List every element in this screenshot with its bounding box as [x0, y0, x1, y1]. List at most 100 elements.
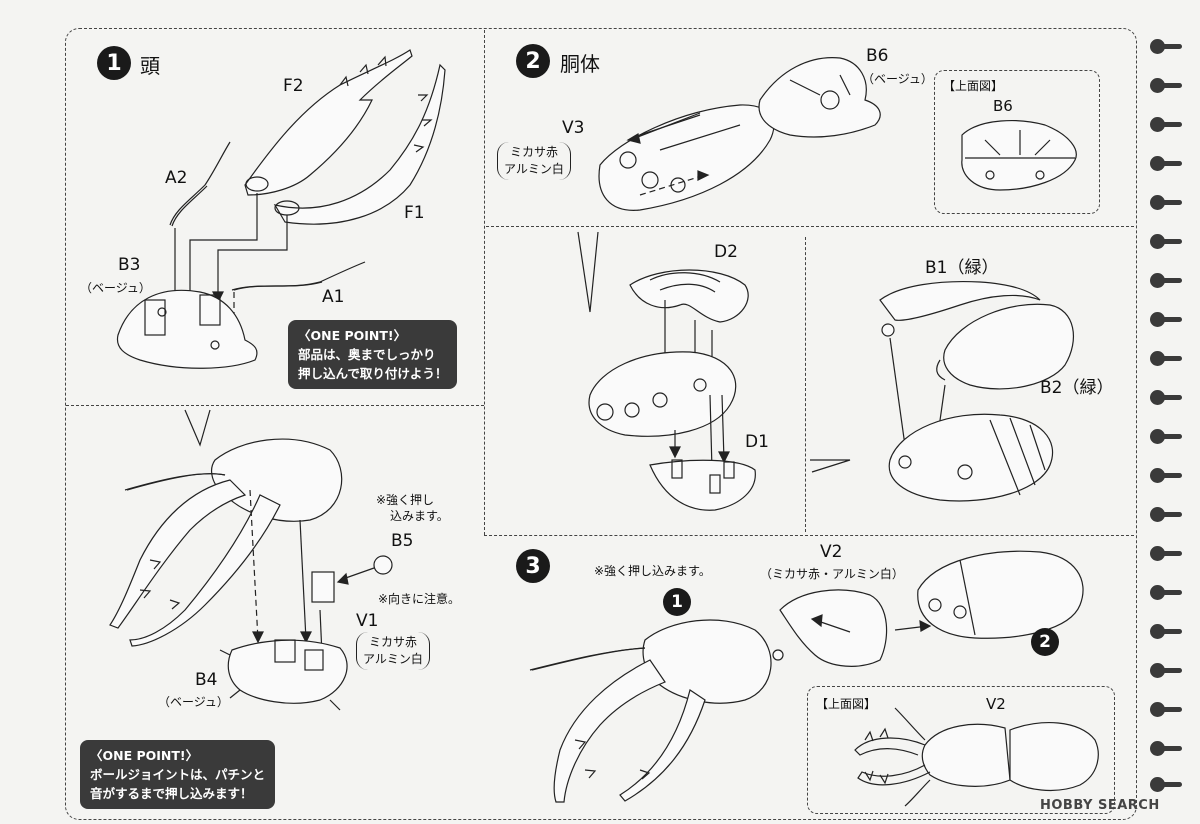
- step-number: 1: [671, 592, 683, 612]
- body-v3-drawing: [598, 104, 775, 211]
- step-number: 2: [525, 48, 541, 74]
- part-d2-label: D2: [714, 242, 738, 262]
- binder-ring: [1150, 350, 1182, 368]
- step-3-badge: 3: [516, 549, 550, 583]
- sub-step-1-badge: 1: [663, 588, 691, 616]
- body-middle-drawing: [588, 351, 737, 437]
- onepoint-heading: 〈ONE POINT!〉: [90, 748, 199, 763]
- body-d1-drawing: [649, 459, 756, 511]
- binder-ring: [1150, 272, 1182, 290]
- binder-ring: [1150, 584, 1182, 602]
- onepoint-line: 部品は、奥までしっかり: [298, 347, 436, 362]
- ball-joint-b5-drawing: [311, 555, 393, 603]
- body-complete-drawing: [917, 550, 1084, 639]
- binder-ring: [1150, 662, 1182, 680]
- part-v3-label: V3: [562, 118, 585, 138]
- part-b2-label: B2（緑）: [1040, 378, 1114, 398]
- press-firmly-note: ※強く押し 込みます。: [376, 492, 449, 524]
- part-b5-label: B5: [391, 531, 414, 551]
- wing-b1-drawing: [879, 281, 1041, 337]
- b6-top-view-drawing: [961, 120, 1077, 191]
- part-v1-label: V1: [356, 611, 379, 631]
- body-d2-drawing: [629, 269, 749, 323]
- step2-inner-divider: [486, 226, 1134, 227]
- step-1-title: 頭: [140, 54, 160, 78]
- binder-ring: [1150, 38, 1182, 56]
- onepoint-tip-2: 〈ONE POINT!〉 ボールジョイントは、パチンと 音がするまで押し込みます…: [80, 740, 276, 809]
- antenna-a1-drawing: [231, 261, 366, 291]
- binder-ring: [1150, 428, 1182, 446]
- part-a1-label: A1: [322, 287, 345, 307]
- step1-divider: [66, 405, 484, 406]
- binder-ring: [1150, 467, 1182, 485]
- step-2-title: 胴体: [560, 52, 600, 76]
- part-v2-label: V2: [820, 542, 843, 562]
- part-b4-label: B4: [195, 670, 218, 690]
- onepoint-line: 音がするまで押し込みます！: [90, 786, 253, 801]
- part-b3-color: （ベージュ）: [80, 281, 151, 295]
- binder-ring: [1150, 233, 1182, 251]
- head-b3-drawing: [116, 289, 258, 369]
- part-a2-label: A2: [165, 168, 188, 188]
- binder-ring: [1150, 311, 1182, 329]
- binder-ring: [1150, 389, 1182, 407]
- top-view-label: 【上面図】: [943, 79, 1004, 93]
- binder-ring: [1150, 701, 1182, 719]
- binder-ring: [1150, 77, 1182, 95]
- page-frame: [65, 28, 1137, 820]
- part-b4-color: （ベージュ）: [158, 695, 229, 709]
- onepoint-line: ボールジョイントは、パチンと: [90, 767, 266, 782]
- part-b6-color: （ベージュ）: [862, 72, 933, 86]
- part-b1-label: B1（緑）: [925, 258, 999, 278]
- step-number: 2: [1039, 632, 1051, 652]
- sub-step-2-badge: 2: [1031, 628, 1059, 656]
- body-with-wings-drawing: [888, 413, 1054, 502]
- note-line: ※強く押し: [376, 493, 435, 507]
- part-f2-label: F2: [283, 76, 304, 96]
- part-f1-label: F1: [404, 203, 425, 223]
- binder-ring: [1150, 545, 1182, 563]
- step2-3-divider: [484, 535, 1134, 536]
- onepoint-tip-1: 〈ONE POINT!〉 部品は、奥までしっかり 押し込んで取り付けよう！: [288, 320, 458, 389]
- color-name: アルミン白: [504, 162, 564, 176]
- top-view-part-label: B6: [993, 97, 1013, 115]
- v2-top-view-box: 【上面図】 V2: [807, 686, 1115, 814]
- color-name: アルミン白: [363, 652, 423, 666]
- v2-top-view-drawing: [854, 707, 1099, 807]
- top-view-part-label: V2: [986, 695, 1006, 713]
- part-b3-label: B3: [118, 255, 141, 275]
- step-1-badge: 1: [97, 46, 131, 80]
- binder-ring: [1150, 194, 1182, 212]
- b6-top-view-box: 【上面図】 B6: [934, 70, 1100, 214]
- mind-direction-note: ※向きに注意。: [378, 592, 461, 606]
- note-line: 込みます。: [390, 509, 449, 523]
- step-number: 1: [106, 50, 122, 76]
- head-b4-drawing: [219, 639, 348, 711]
- wing-b2-drawing: [936, 303, 1074, 390]
- part-v1-colors: ミカサ赤 アルミン白: [356, 632, 430, 670]
- top-view-label: 【上面図】: [816, 697, 877, 711]
- onepoint-heading: 〈ONE POINT!〉: [298, 328, 407, 343]
- column-divider: [484, 30, 485, 535]
- body-v2-drawing: [772, 589, 888, 667]
- color-name: ミカサ赤: [509, 145, 558, 159]
- part-d1-label: D1: [745, 432, 769, 452]
- press-firmly-note-step3: ※強く押し込みます。: [594, 564, 711, 578]
- onepoint-line: 押し込んで取り付けよう！: [298, 366, 448, 381]
- color-name: ミカサ赤: [368, 635, 417, 649]
- binder-ring: [1150, 155, 1182, 173]
- binder-ring: [1150, 740, 1182, 758]
- step2-vertical-divider: [805, 237, 806, 532]
- binder-ring: [1150, 776, 1182, 794]
- part-v3-colors: ミカサ赤 アルミン白: [497, 142, 571, 180]
- binder-ring: [1150, 506, 1182, 524]
- step-2-badge: 2: [516, 44, 550, 78]
- part-b6-label: B6: [866, 46, 889, 66]
- step-number: 3: [525, 553, 541, 579]
- watermark-logo: HOBBY SEARCH: [1040, 798, 1160, 813]
- part-v2-color: （ミカサ赤・アルミン白）: [760, 567, 904, 581]
- body-b6-drawing: [758, 57, 881, 138]
- assembled-head-drawing: [109, 438, 343, 647]
